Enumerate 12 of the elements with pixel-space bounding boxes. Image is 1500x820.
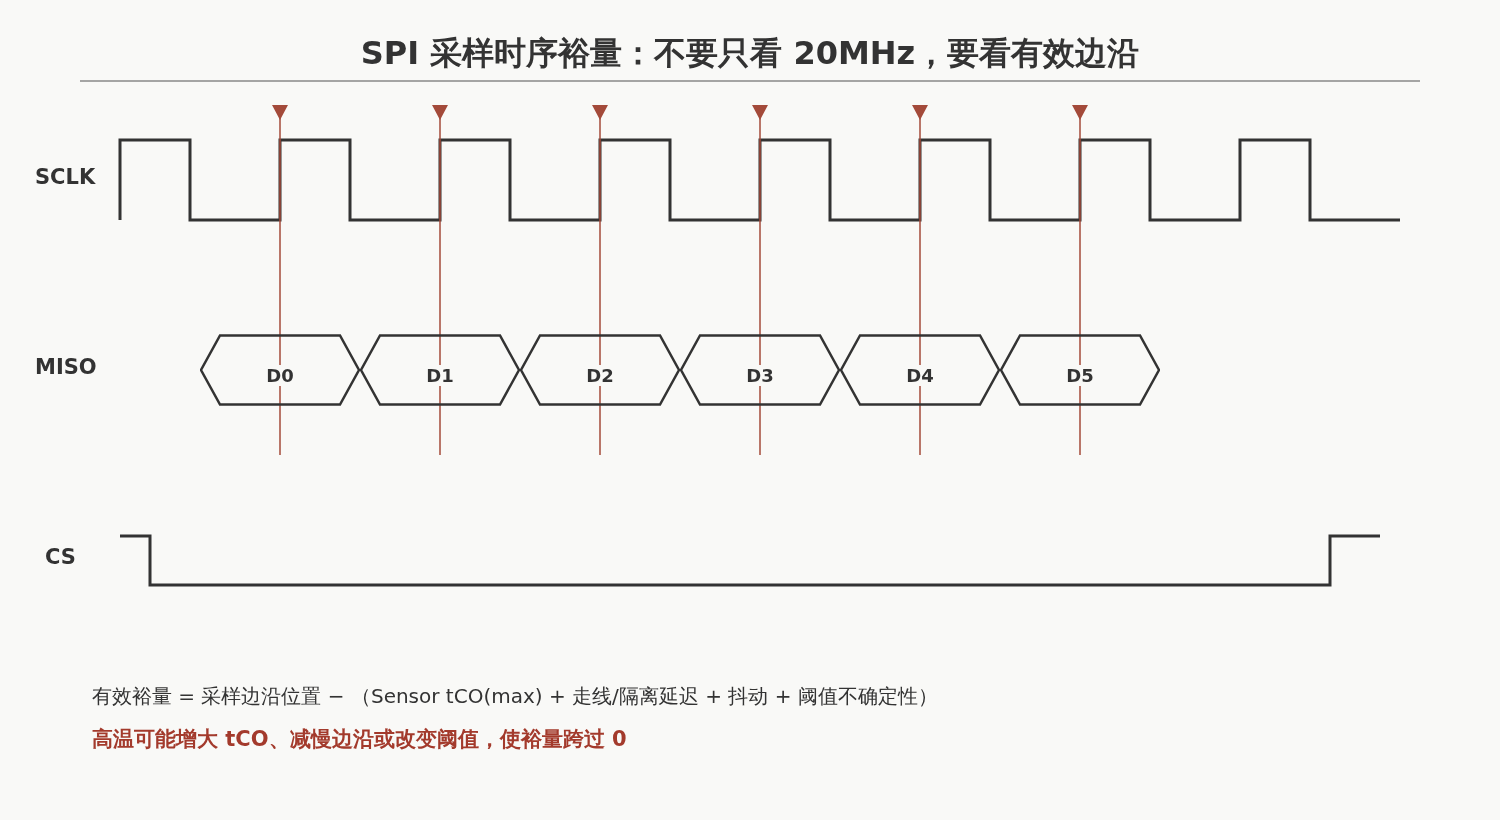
signal-name: SCLK bbox=[35, 165, 96, 189]
diagram-title: SPI 采样时序裕量：不要只看 20MHz，要看有效边沿 bbox=[359, 33, 1141, 74]
data-label: D3 bbox=[744, 365, 776, 386]
data-label: D1 bbox=[424, 365, 456, 386]
warning-note: 高温可能增大 tCO、减慢边沿或改变阈值，使裕量跨过 0 bbox=[92, 726, 627, 753]
signal-name: CS bbox=[45, 545, 76, 569]
data-label: D0 bbox=[264, 365, 296, 386]
data-label: D4 bbox=[904, 365, 936, 386]
data-label: D5 bbox=[1064, 365, 1096, 386]
data-label: D2 bbox=[584, 365, 616, 386]
formula-text: 有效裕量 = 采样边沿位置 − （Sensor tCO(max) + 走线/隔离延迟 + 抖动 + 阈值不确定性） bbox=[92, 683, 938, 710]
signal-name: MISO bbox=[35, 355, 97, 379]
